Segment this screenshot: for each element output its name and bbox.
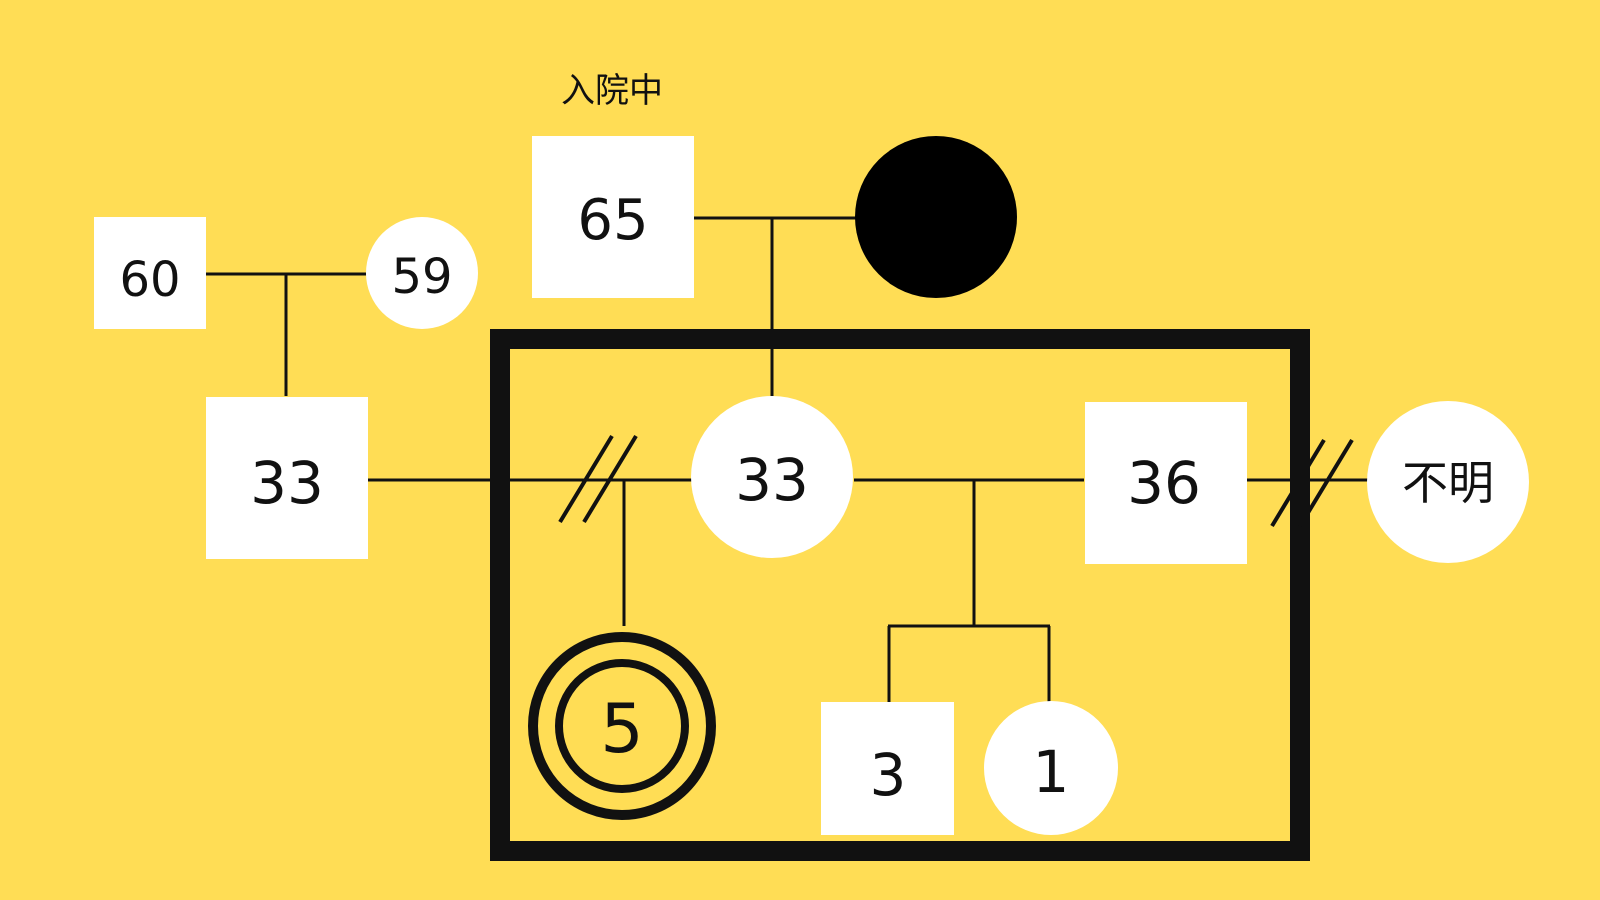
mother-node: 33 (691, 396, 853, 558)
divorce-slash-4 (1298, 438, 1354, 528)
divorce-marks (558, 434, 1354, 528)
paternal-grandfather-node: 60 (94, 217, 206, 329)
identified-patient-outer-ring (528, 632, 716, 820)
age-label: 33 (735, 446, 809, 514)
identified-patient-inner-ring (555, 659, 689, 793)
age-label: 1 (1033, 738, 1070, 806)
male-square (821, 702, 954, 835)
female-circle (691, 396, 853, 558)
age-label: 33 (250, 449, 324, 517)
age-label: 60 (119, 252, 180, 308)
age-label: 65 (577, 188, 648, 253)
male-square (94, 217, 206, 329)
ex-husband-node: 33 (206, 397, 368, 559)
age-label: 不明 (1402, 456, 1494, 510)
divorce-slash-2 (582, 434, 638, 524)
divorce-slash-1 (558, 434, 614, 524)
maternal-grandmother-node (855, 136, 1017, 298)
relationship-lines (205, 216, 1370, 702)
partner-node: 36 (1085, 402, 1247, 564)
partner-ex-wife-node: 不明 (1367, 401, 1529, 563)
son-node: 3 (821, 702, 954, 835)
female-circle (1367, 401, 1529, 563)
maternal-grandfather-node: 65 (532, 136, 694, 298)
female-circle (984, 701, 1118, 835)
deceased-female-circle (855, 136, 1017, 298)
divorce-slash-3 (1270, 438, 1326, 528)
age-label: 3 (870, 741, 907, 809)
household-boundary (490, 329, 1310, 861)
paternal-grandmother-node: 59 (366, 217, 478, 329)
identified-child-node: 5 (528, 632, 716, 820)
hospitalized-label: 入院中 (561, 71, 663, 111)
age-label: 36 (1127, 449, 1201, 517)
age-label: 59 (391, 249, 452, 305)
male-square (206, 397, 368, 559)
female-circle (366, 217, 478, 329)
daughter-node: 1 (984, 701, 1118, 835)
male-square (1085, 402, 1247, 564)
age-label: 5 (600, 690, 643, 769)
male-square (532, 136, 694, 298)
